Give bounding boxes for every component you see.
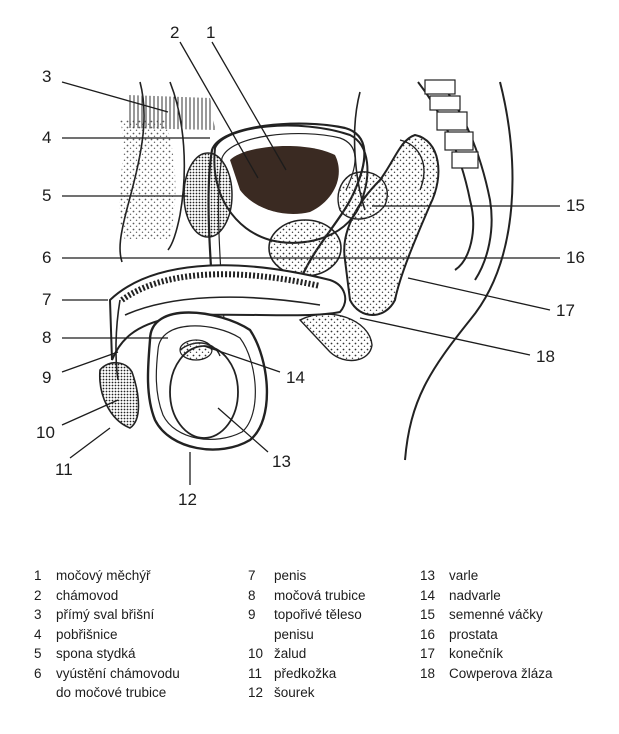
legend-item: 11 předkožka [248, 664, 366, 684]
legend-item: 1 močový měchýř [34, 566, 180, 586]
leader-lines [61, 41, 560, 485]
legend-item-continuation: penisu [248, 625, 366, 645]
rectum [343, 133, 440, 316]
legend-text: varle [449, 568, 479, 583]
legend-column-1: 1 močový měchýř 2 chámovod 3 přímý sval bři… [34, 566, 180, 703]
legend-item: 4 pobřišnice [34, 625, 180, 645]
legend-text: vyústění chámovodu [56, 665, 180, 681]
legend-text: spona stydká [56, 646, 136, 661]
buttock-contour [404, 81, 514, 461]
legend-number: 10 [248, 646, 264, 661]
label-16: 16 [566, 248, 585, 267]
legend-number: 8 [248, 587, 256, 603]
legend-number: 16 [420, 626, 436, 642]
number-labels: 2 1 3 4 5 15 6 16 7 17 8 9 18 14 10 11 1… [36, 23, 585, 509]
penis [108, 264, 347, 381]
legend-text: močový měchýř [56, 568, 151, 583]
label-17: 17 [556, 301, 575, 320]
label-1: 1 [206, 23, 215, 42]
legend-text: močová trubice [274, 587, 366, 603]
legend-item: 13 varle [420, 566, 553, 586]
legend-item-continuation: do močové trubice [34, 683, 180, 703]
sacrum [417, 79, 493, 281]
legend-text: pobřišnice [56, 626, 118, 642]
legend-number: 15 [420, 607, 436, 622]
legend-number: 1 [34, 568, 42, 583]
glans [99, 361, 140, 429]
legend-text: žalud [274, 646, 307, 661]
legend-number: 14 [420, 587, 436, 603]
legend-number: 5 [34, 646, 42, 661]
legend-number: 12 [248, 685, 264, 700]
legend-item: 2 chámovod [34, 586, 180, 606]
legend-number: 3 [34, 607, 42, 622]
label-7: 7 [42, 290, 51, 309]
legend-text: chámovod [56, 587, 119, 603]
legend-text: Cowperova žláza [449, 665, 553, 681]
label-13: 13 [272, 452, 291, 471]
legend-item: 17 konečník [420, 644, 553, 664]
legend-text: do močové trubice [56, 685, 167, 700]
legend-text: předkožka [274, 665, 337, 681]
label-15: 15 [566, 196, 585, 215]
legend-number: 13 [420, 568, 436, 583]
legend-item: 18 Cowperova žláza [420, 664, 553, 684]
legend-item: 15 semenné váčky [420, 605, 553, 625]
legend-item: 3 přímý sval břišní [34, 605, 180, 625]
label-9: 9 [42, 368, 51, 387]
label-18: 18 [536, 347, 555, 366]
legend-text: nadvarle [449, 587, 501, 603]
legend-item: 14 nadvarle [420, 586, 553, 606]
label-3: 3 [42, 67, 51, 86]
legend-text: semenné váčky [449, 607, 543, 622]
label-2: 2 [170, 23, 179, 42]
label-11: 11 [55, 460, 73, 479]
legend-text: penisu [274, 626, 314, 642]
anatomy-diagram: 2 1 3 4 5 15 6 16 7 17 8 9 18 14 10 11 1… [36, 23, 585, 509]
legend-text: topořivé těleso [274, 607, 362, 622]
legend-text: přímý sval břišní [56, 607, 155, 622]
legend-number: 6 [34, 665, 42, 681]
label-8: 8 [42, 328, 51, 347]
abdominal-wall [119, 81, 215, 263]
legend-number: 9 [248, 607, 256, 622]
perineum-bulb [298, 313, 373, 362]
legend-number: 17 [420, 646, 436, 661]
legend-number: 18 [420, 665, 436, 681]
label-10: 10 [36, 423, 55, 442]
legend-item: 5 spona stydká [34, 644, 180, 664]
legend-item: 8 močová trubice [248, 586, 366, 606]
prostate [268, 219, 342, 277]
legend-number: 2 [34, 587, 42, 603]
legend-text: prostata [449, 626, 498, 642]
legend-item: 16 prostata [420, 625, 553, 645]
legend-number: 11 [248, 665, 263, 681]
testis [169, 339, 239, 439]
legend-item: 10 žalud [248, 644, 366, 664]
label-12: 12 [178, 490, 197, 509]
legend-text: konečník [449, 646, 504, 661]
label-6: 6 [42, 248, 51, 267]
label-14: 14 [286, 368, 305, 387]
legend-number: 7 [248, 568, 256, 583]
legend-column-3: 13 varle 14 nadvarle 15 semenné váčky 16 pro… [420, 566, 553, 683]
vas-deferens-inner [217, 133, 356, 321]
perineum-contour [353, 91, 366, 211]
legend-item: 9 topořivé těleso [248, 605, 366, 625]
legend-item: 7 penis [248, 566, 366, 586]
legend-text: šourek [274, 685, 315, 700]
legend-text: penis [274, 568, 307, 583]
legend-item: 6 vyústění chámovodu [34, 664, 180, 684]
legend-item: 12 šourek [248, 683, 366, 703]
label-5: 5 [42, 186, 51, 205]
label-4: 4 [42, 128, 51, 147]
legend-number: 4 [34, 626, 42, 642]
